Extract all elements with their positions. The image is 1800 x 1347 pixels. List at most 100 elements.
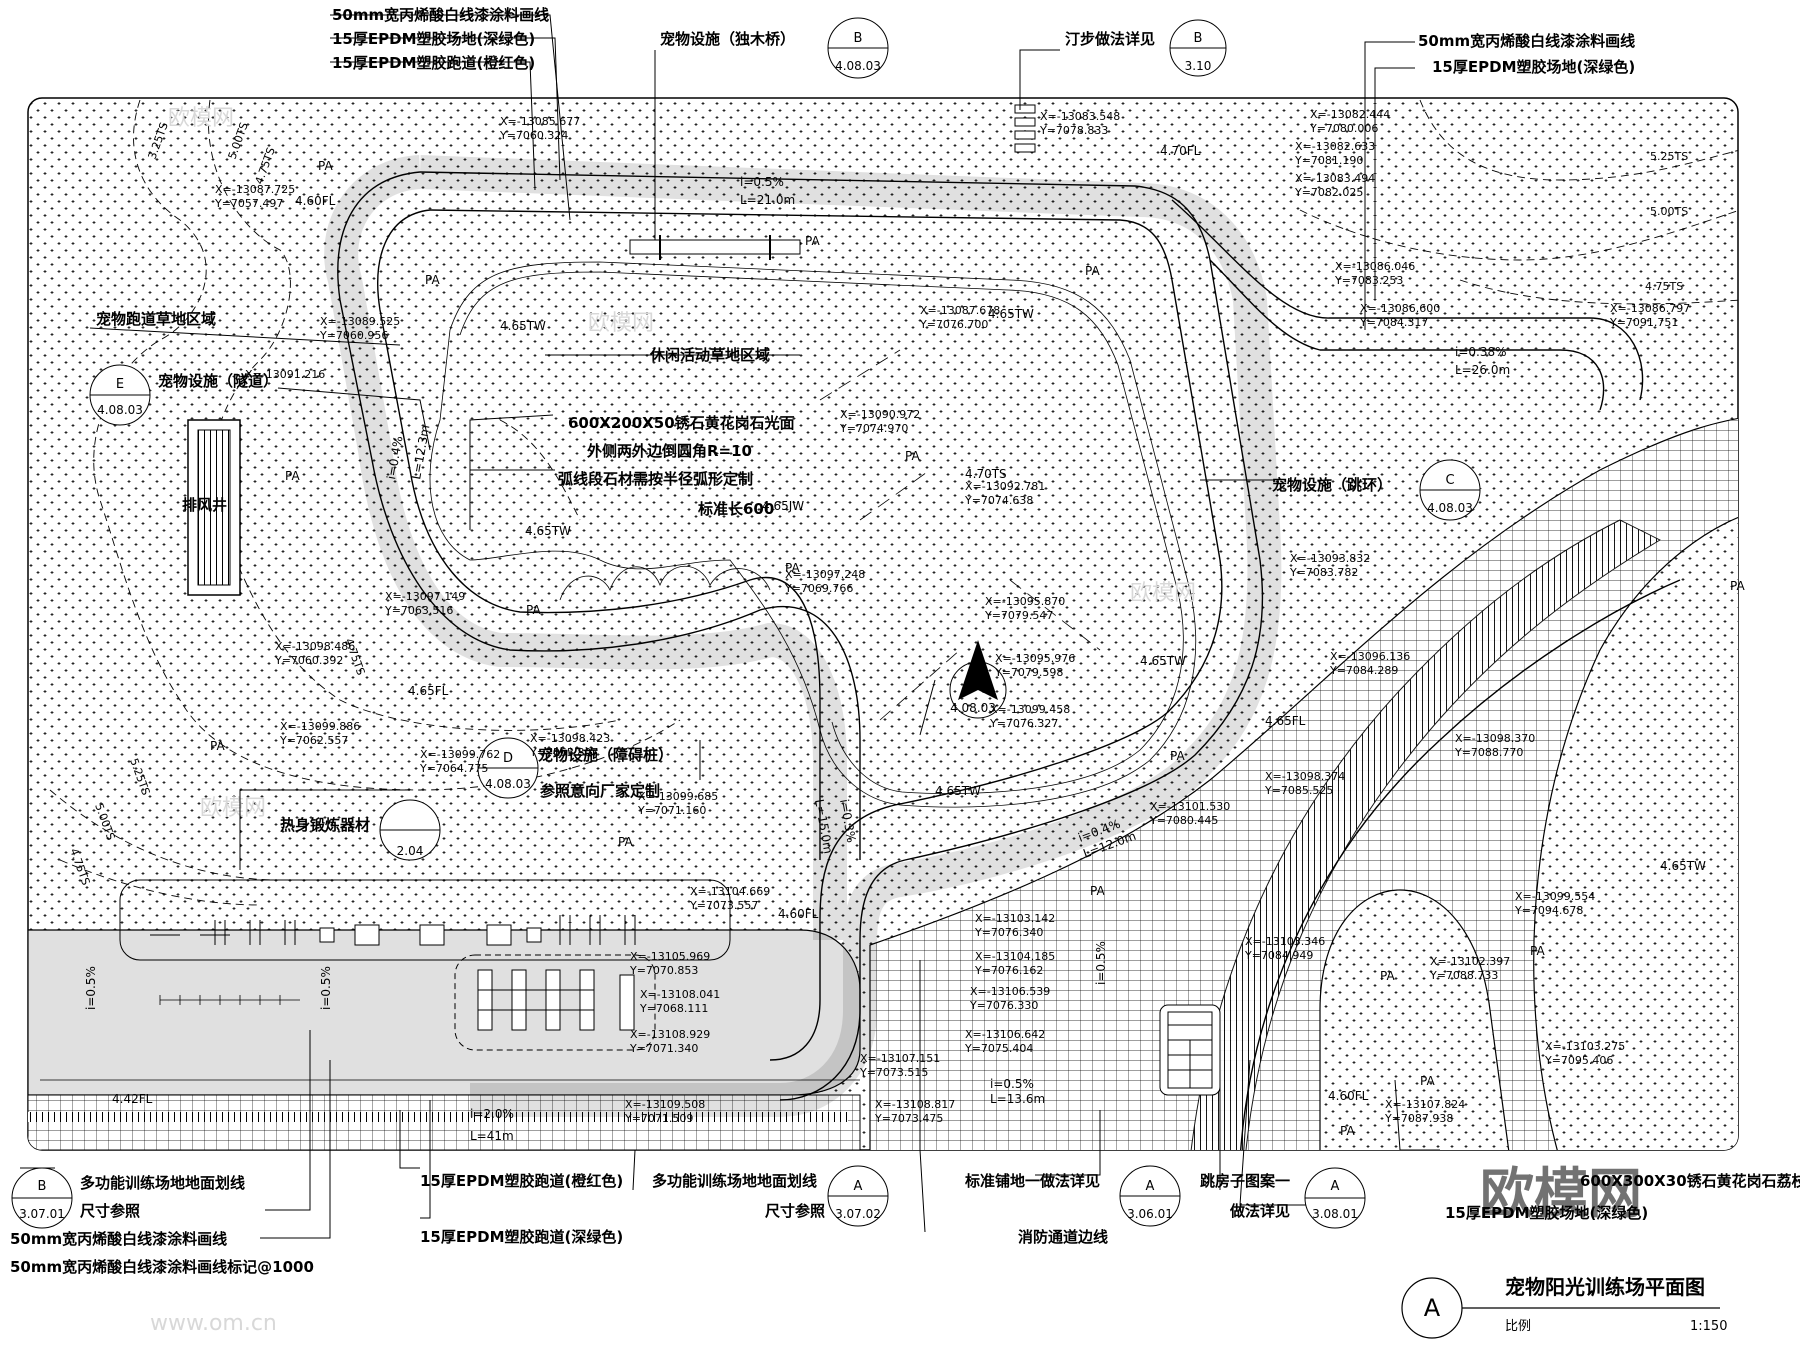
coordinate-label: Y=7063.516 [384, 604, 453, 617]
svg-text:PA: PA [805, 234, 820, 248]
coordinate-label: Y=7060.324 [499, 129, 568, 142]
coordinate-label: Y=7065.807 [529, 746, 598, 759]
slope-labels: i=0.5% L=21.0m i=0.38% L=26.0m i=0.4% L=… [84, 175, 1510, 1143]
coordinate-label: Y=7073.475 [874, 1112, 943, 1125]
svg-text:15厚EPDM塑胶跑道(橙红色): 15厚EPDM塑胶跑道(橙红色) [420, 1172, 623, 1190]
svg-text:PA: PA [425, 273, 440, 287]
watermarks: 欧模网 欧模网 欧模网 欧模网 [168, 106, 1196, 821]
north-arrow [919, 640, 1007, 736]
svg-text:i=0.5%: i=0.5% [84, 966, 98, 1010]
arch-lawn [1319, 889, 1511, 1150]
left-callouts: 宠物跑道草地区域 宠物设施（隧道） 排风井 宠物设施（障碍桩） 参照意向厂家定制… [96, 310, 673, 834]
svg-text:D: D [503, 751, 513, 766]
coordinate-label: Y=7071.509 [624, 1112, 693, 1125]
coordinate-label: X=-13103.346 [1245, 935, 1325, 948]
svg-text:多功能训练场地地面划线: 多功能训练场地地面划线 [80, 1174, 245, 1192]
svg-text:PA: PA [1170, 749, 1185, 763]
svg-text:15厚EPDM塑胶跑道(橙红色): 15厚EPDM塑胶跑道(橙红色) [332, 54, 535, 72]
svg-text:参照意向厂家定制: 参照意向厂家定制 [540, 782, 660, 800]
coordinate-label: Y=7074.970 [839, 422, 908, 435]
coordinate-label: X=-13091.216 [245, 368, 325, 381]
coordinate-label: Y=7091.751 [1609, 316, 1678, 329]
coordinate-label: X=-13107.824 [1385, 1098, 1465, 1111]
coordinate-label: X=-13099.458 [990, 703, 1070, 716]
svg-text:15厚EPDM塑胶场地(深绿色): 15厚EPDM塑胶场地(深绿色) [1445, 1204, 1648, 1222]
coordinate-label: Y=7085.525 [1264, 784, 1333, 797]
drawing-title: 宠物阳光训练场平面图 [1505, 1275, 1705, 1299]
coordinate-label: X=-13106.642 [965, 1028, 1045, 1041]
svg-text:PA: PA [318, 159, 333, 173]
svg-text:4.70TS: 4.70TS [965, 467, 1007, 481]
training-field [28, 929, 861, 1096]
coordinate-label: X=-13107.151 [860, 1052, 940, 1065]
coordinate-label: Y=7071.340 [629, 1042, 698, 1055]
svg-text:PA: PA [285, 469, 300, 483]
svg-text:做法详见: 做法详见 [1229, 1202, 1290, 1220]
svg-text:PA: PA [1340, 1124, 1355, 1138]
svg-text:www.om.cn: www.om.cn [150, 1311, 277, 1336]
coordinate-label: Y=7062.557 [279, 734, 348, 747]
svg-text:50mm宽丙烯酸白线漆涂料画线: 50mm宽丙烯酸白线漆涂料画线 [332, 6, 549, 24]
coordinate-label: X=-13082.444 [1310, 108, 1390, 121]
svg-text:4.08.03: 4.08.03 [1427, 501, 1473, 515]
svg-text:PA: PA [526, 603, 541, 617]
svg-text:欧模网: 欧模网 [588, 311, 654, 336]
svg-text:4.65TW: 4.65TW [500, 319, 546, 333]
svg-text:5.25TS: 5.25TS [1650, 150, 1688, 163]
coordinate-label: X=-13098.374 [1265, 770, 1345, 783]
coordinate-label: Y=7076.162 [974, 964, 1043, 977]
coordinate-label: X=-13097.248 [785, 568, 865, 581]
svg-text:E: E [116, 377, 124, 392]
svg-text:i=0.5%: i=0.5% [740, 175, 784, 189]
center-callouts: 休闲活动草地区域 600X200X50锈石黄花岗石光面 外侧两外边倒圆角R=10… [558, 346, 1392, 518]
ref-bubbles: B 4.08.03 B 3.10 E 4.08.03 C 4.08.03 A 4… [11, 17, 1481, 1229]
svg-text:50mm宽丙烯酸白线漆涂料画线标记@1000: 50mm宽丙烯酸白线漆涂料画线标记@1000 [10, 1258, 314, 1276]
svg-text:4.60FL: 4.60FL [295, 194, 336, 208]
pa-labels: PA PA PA PA PA PA PA PA PA PA PA PA PA P… [210, 159, 1745, 1138]
svg-text:PA: PA [210, 739, 225, 753]
coordinate-label: Y=7083.253 [1334, 274, 1403, 287]
coordinate-label: X=-13087.678 [920, 304, 1000, 317]
coordinate-label: Y=7071.160 [637, 804, 706, 817]
bottom-callouts: 多功能训练场地地面划线 尺寸参照 50mm宽丙烯酸白线漆涂料画线 50mm宽丙烯… [10, 1172, 1800, 1276]
svg-text:B: B [854, 31, 863, 46]
ref-bubble-obstacle: D 4.08.03 [477, 737, 539, 799]
ref-bubble-b7: A 3.06.01 [1119, 1165, 1181, 1227]
svg-text:i=0.38%: i=0.38% [1455, 345, 1507, 359]
coordinate-label: X=-13109.508 [625, 1098, 705, 1111]
svg-text:A: A [854, 1179, 863, 1194]
svg-text:i=0.5%: i=0.5% [319, 966, 333, 1010]
svg-text:4.60FL: 4.60FL [778, 907, 819, 921]
svg-text:A: A [966, 677, 975, 692]
coordinate-label: X=-13108.929 [630, 1028, 710, 1041]
coordinate-label: Y=7074.638 [964, 494, 1033, 507]
svg-text:宠物跑道草地区域: 宠物跑道草地区域 [96, 310, 216, 328]
svg-text:比例: 比例 [1505, 1319, 1531, 1334]
ref-bubble-bridge: B 4.08.03 [827, 17, 889, 79]
svg-text:4.08.03: 4.08.03 [950, 701, 996, 715]
coordinate-label: Y=7080.006 [1309, 122, 1378, 135]
coordinate-label: X=-13108.817 [875, 1098, 955, 1111]
coordinate-label: Y=7084.289 [1329, 664, 1398, 677]
obstacle-poles [454, 954, 656, 1051]
coordinate-labels: X=-13085.677Y=7060.324X=-13083.548Y=7078… [214, 108, 1690, 1125]
coordinate-label: X=-13106.539 [970, 985, 1050, 998]
svg-text:PA: PA [1380, 969, 1395, 983]
svg-text:4.08.03: 4.08.03 [97, 403, 143, 417]
svg-text:尺寸参照: 尺寸参照 [80, 1202, 140, 1220]
svg-text:欧模网: 欧模网 [1480, 1162, 1642, 1225]
coordinate-label: Y=7060.956 [319, 329, 388, 342]
coordinate-label: Y=7094.678 [1514, 904, 1583, 917]
svg-text:PA: PA [618, 835, 633, 849]
svg-text:2.04: 2.04 [397, 844, 424, 858]
coordinate-label: X=-13096.136 [1330, 650, 1410, 663]
coordinate-label: Y=7079.598 [994, 666, 1063, 679]
svg-text:L=21.0m: L=21.0m [740, 193, 795, 207]
svg-text:4.08.03: 4.08.03 [485, 777, 531, 791]
svg-text:PA: PA [1420, 1074, 1435, 1088]
svg-text:标准长600: 标准长600 [697, 500, 774, 518]
coordinate-label: X=-13095.976 [995, 652, 1075, 665]
coordinate-label: X=-13086.600 [1360, 302, 1440, 315]
svg-text:4.65TW: 4.65TW [935, 784, 981, 798]
svg-text:15厚EPDM塑胶跑道(深绿色): 15厚EPDM塑胶跑道(深绿色) [420, 1228, 623, 1246]
